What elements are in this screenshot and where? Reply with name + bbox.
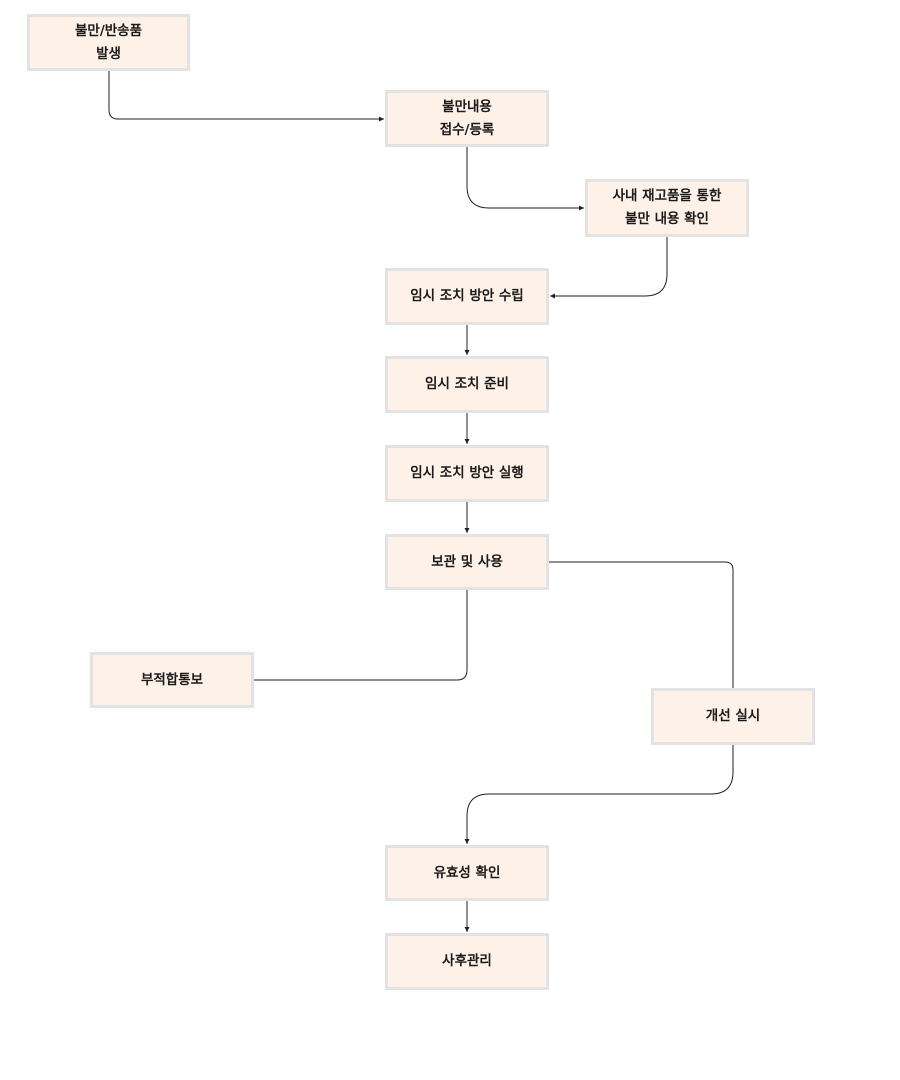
node-temporary-action-prepare: 임시 조치 준비 bbox=[385, 356, 549, 413]
node-improvement: 개선 실시 bbox=[651, 688, 815, 745]
node-temporary-action-plan: 임시 조치 방안 수립 bbox=[385, 268, 549, 325]
edge-storage-to-improvement bbox=[548, 561, 734, 689]
edge-storage-to-nonconformity bbox=[253, 589, 468, 681]
edge-complaint-to-registration bbox=[108, 70, 384, 122]
node-storage-and-use: 보관 및 사용 bbox=[385, 534, 549, 590]
node-temporary-action-execute: 임시 조치 방안 실행 bbox=[385, 445, 549, 502]
node-inventory-complaint-check: 사내 재고품을 통한 불만 내용 확인 bbox=[585, 179, 749, 237]
node-follow-up: 사후관리 bbox=[385, 933, 549, 990]
node-effectiveness-check: 유효성 확인 bbox=[385, 845, 549, 901]
edge-improvement-to-validation bbox=[464, 744, 734, 844]
edge-registration-to-inventory-check bbox=[466, 146, 584, 211]
node-complaint-registration: 불만내용 접수/등록 bbox=[385, 90, 549, 147]
edge-inventory-check-to-plan bbox=[550, 236, 668, 299]
node-nonconformity-notice: 부적합통보 bbox=[90, 652, 254, 708]
node-complaint-return-occurrence: 불만/반송품 발생 bbox=[27, 14, 190, 71]
